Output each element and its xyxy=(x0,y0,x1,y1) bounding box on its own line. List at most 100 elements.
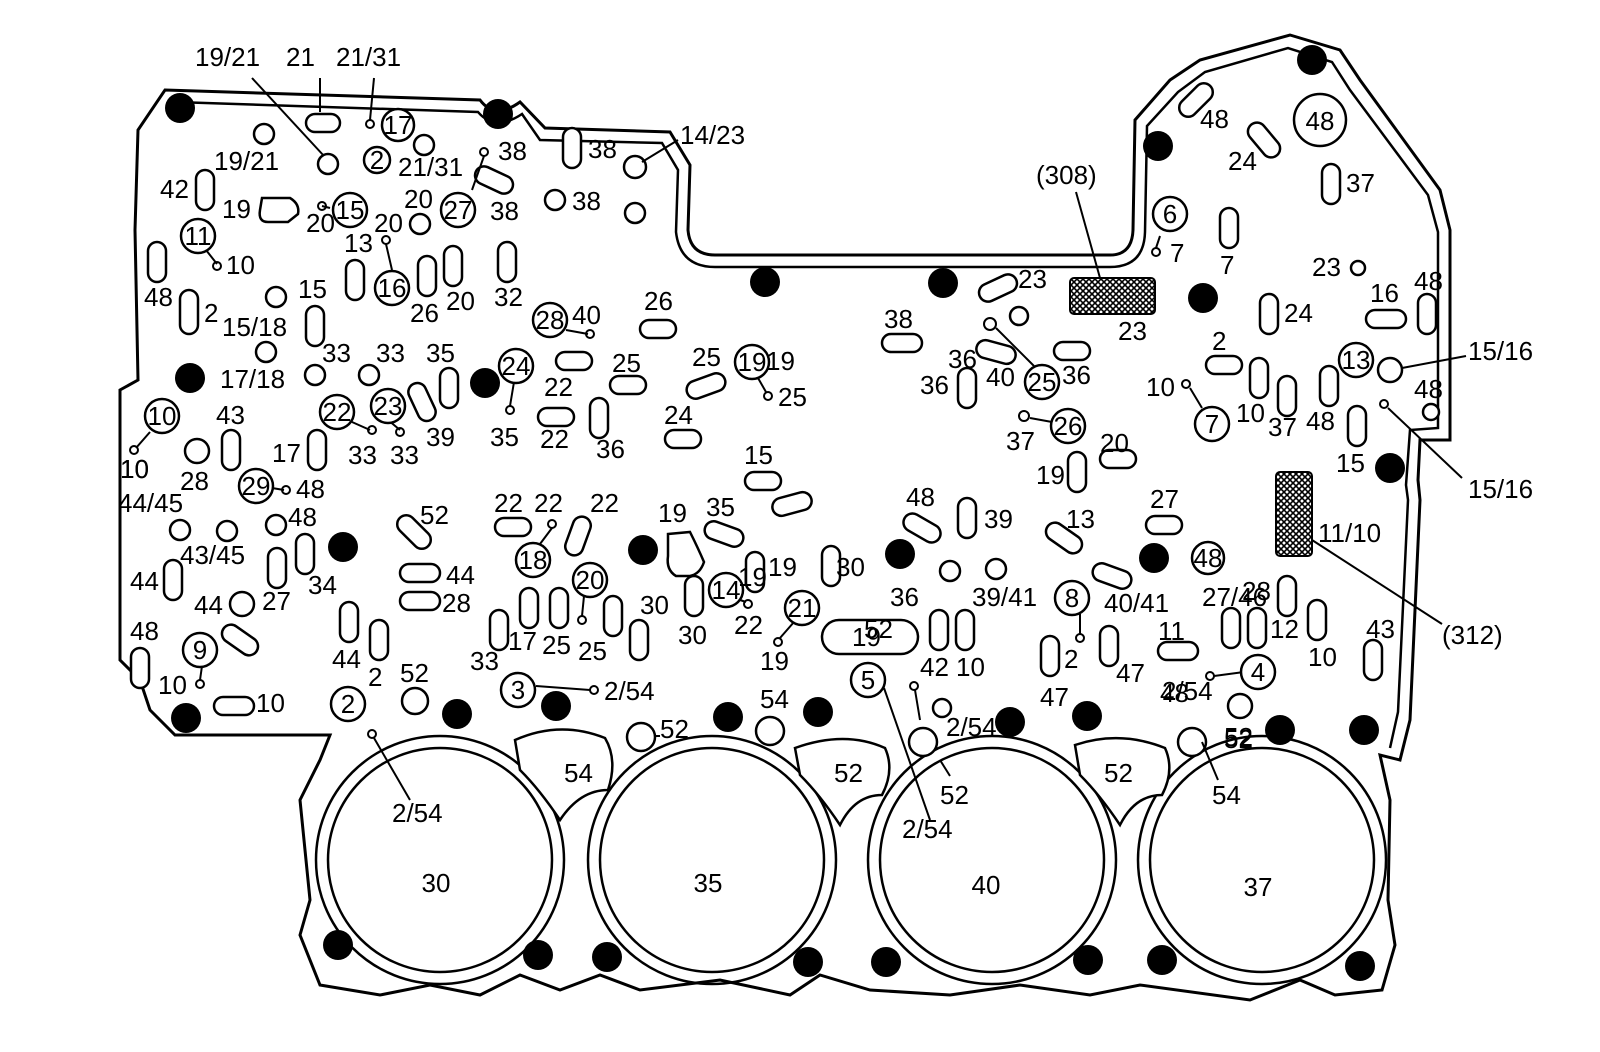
check-ball-number-15: 14 xyxy=(712,575,741,605)
piston-bore-40 xyxy=(878,746,1106,974)
port-label-132: 15 xyxy=(1336,448,1365,478)
check-ball-circles xyxy=(143,92,1375,723)
port-label-77: 19 xyxy=(852,622,881,652)
check-ball-number-0: 17 xyxy=(384,110,413,140)
port-label-5: 19/21 xyxy=(214,146,279,176)
port-label-123: 16 xyxy=(1370,278,1399,308)
port-label-61: 44 xyxy=(194,590,223,620)
check-ball-number-3: 27 xyxy=(444,195,473,225)
piston-bore-35 xyxy=(598,746,826,974)
callout-5: 15/16 xyxy=(1468,336,1533,366)
port-label-79: 39 xyxy=(984,504,1013,534)
port-label-6: 42 xyxy=(160,174,189,204)
port-label-27: 25 xyxy=(612,348,641,378)
port-label-122: 23 xyxy=(1312,252,1341,282)
piston-bore-35-ring xyxy=(586,734,838,986)
port-label-111: 20 xyxy=(1100,428,1129,458)
port-label-91: 10 xyxy=(956,652,985,682)
piston-bore-label-1: 35 xyxy=(694,868,723,898)
port-label-92: 42 xyxy=(920,652,949,682)
port-label-63: 10 xyxy=(256,688,285,718)
port-label-108: 36 xyxy=(1062,360,1091,390)
check-ball-number-27: 13 xyxy=(1342,345,1371,375)
port-label-3: 38 xyxy=(572,186,601,216)
port-label-1: 38 xyxy=(498,136,527,166)
port-label-14: 2 xyxy=(204,298,218,328)
check-ball-number-25: 25 xyxy=(1028,367,1057,397)
port-label-84: 28 xyxy=(1242,576,1271,606)
port-label-131: 48 xyxy=(1414,374,1443,404)
port-label-41: 28 xyxy=(180,466,209,496)
port-label-78: 48 xyxy=(906,482,935,512)
port-label-35: 33 xyxy=(390,440,419,470)
piston-bore-label-2: 40 xyxy=(972,870,1001,900)
check-ball-number-1: 2 xyxy=(370,145,384,175)
port-label-52: 22 xyxy=(494,488,523,518)
check-ball-number-23: 6 xyxy=(1163,199,1177,229)
port-label-117: 48 xyxy=(1200,104,1229,134)
port-label-75: 19 xyxy=(760,646,789,676)
check-ball-number-28: 7 xyxy=(1205,409,1219,439)
port-label-32: 10 xyxy=(120,454,149,484)
check-ball-number-26: 26 xyxy=(1054,411,1083,441)
piston-bore-30 xyxy=(326,746,554,974)
port-label-67: 17 xyxy=(508,626,537,656)
port-label-25: 17/18 xyxy=(220,364,285,394)
plate-inner-edge xyxy=(174,46,1440,749)
port-label-23: 33 xyxy=(376,338,405,368)
port-label-34: 33 xyxy=(348,440,377,470)
callout-6: 15/16 xyxy=(1468,474,1533,504)
port-label-36: 39 xyxy=(426,422,455,452)
port-label-94: 52 xyxy=(864,614,893,644)
port-label-42: 17 xyxy=(272,438,301,468)
port-label-81: 39/41 xyxy=(972,582,1037,612)
port-label-73: 22 xyxy=(734,610,763,640)
port-label-30: 25 xyxy=(778,382,807,412)
callout-1: 21 xyxy=(286,42,315,72)
piston-bore-37-ring xyxy=(1136,734,1388,986)
port-label-29: 19 xyxy=(766,346,795,376)
port-label-4: 38 xyxy=(490,196,519,226)
port-label-105: 36 xyxy=(948,344,977,374)
port-label-12: 10 xyxy=(226,250,255,280)
port-label-133: 52 xyxy=(1224,722,1253,752)
callout-0: 19/21 xyxy=(195,42,260,72)
port-label-18: 20 xyxy=(446,286,475,316)
port-label-37: 35 xyxy=(490,422,519,452)
port-label-112: 13 xyxy=(1066,504,1095,534)
check-ball-number-17: 9 xyxy=(193,635,207,665)
port-label-9: 20 xyxy=(404,184,433,214)
port-label-10: 20 xyxy=(374,208,403,238)
port-label-46: 43/45 xyxy=(180,540,245,570)
port-label-87: 11 xyxy=(1158,616,1185,646)
check-ball-number-5: 16 xyxy=(378,273,407,303)
port-label-28: 25 xyxy=(692,342,721,372)
callout-9: 2/54 xyxy=(392,798,443,828)
port-label-54: 22 xyxy=(590,488,619,518)
port-label-66: 52 xyxy=(400,658,429,688)
port-label-69: 25 xyxy=(578,636,607,666)
port-label-38: 22 xyxy=(540,424,569,454)
open-holes xyxy=(168,122,1441,758)
callout-11: 2/54 xyxy=(902,814,953,844)
check-ball-number-13: 18 xyxy=(519,545,548,575)
port-label-80: 36 xyxy=(890,582,919,612)
check-ball-number-18: 2 xyxy=(341,689,355,719)
check-ball-number-16: 21 xyxy=(788,593,817,623)
check-ball-number-19: 3 xyxy=(511,675,525,705)
callout-3: 14/23 xyxy=(680,120,745,150)
port-label-88: 47 xyxy=(1116,658,1145,688)
port-label-65: 2 xyxy=(368,662,382,692)
port-label-45: 48 xyxy=(288,502,317,532)
port-label-17: 26 xyxy=(410,298,439,328)
check-ball-number-8: 19 xyxy=(738,347,767,377)
port-label-16: 15/18 xyxy=(222,312,287,342)
lobe-52-a xyxy=(513,728,614,823)
check-ball-number-21: 8 xyxy=(1065,583,1079,613)
port-label-60: 48 xyxy=(130,616,159,646)
port-label-57: 15 xyxy=(744,440,773,470)
port-label-118: 24 xyxy=(1228,146,1257,176)
piston-bore-37 xyxy=(1148,746,1376,974)
angled-slots xyxy=(220,81,1282,657)
callout-4: (308) xyxy=(1036,160,1097,190)
